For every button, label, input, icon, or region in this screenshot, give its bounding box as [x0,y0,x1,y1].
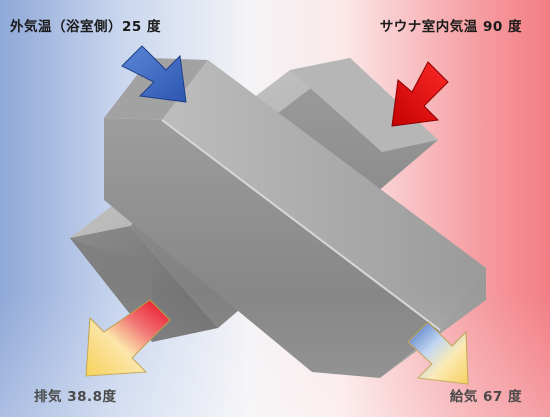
supply-arrow-icon [407,321,469,385]
outside-air-temp-label: 外気温（浴室側）25 度 [10,19,161,35]
exhaust-temp-label: 排気 38.8度 [34,389,117,405]
outside-air-arrow-icon [121,45,187,103]
supply-temp-label: 給気 67 度 [449,389,522,405]
sauna-air-temp-label: サウナ室内気温 90 度 [379,19,522,35]
exhaust-arrow-icon [85,299,171,377]
sauna-air-arrow-icon [391,61,449,127]
